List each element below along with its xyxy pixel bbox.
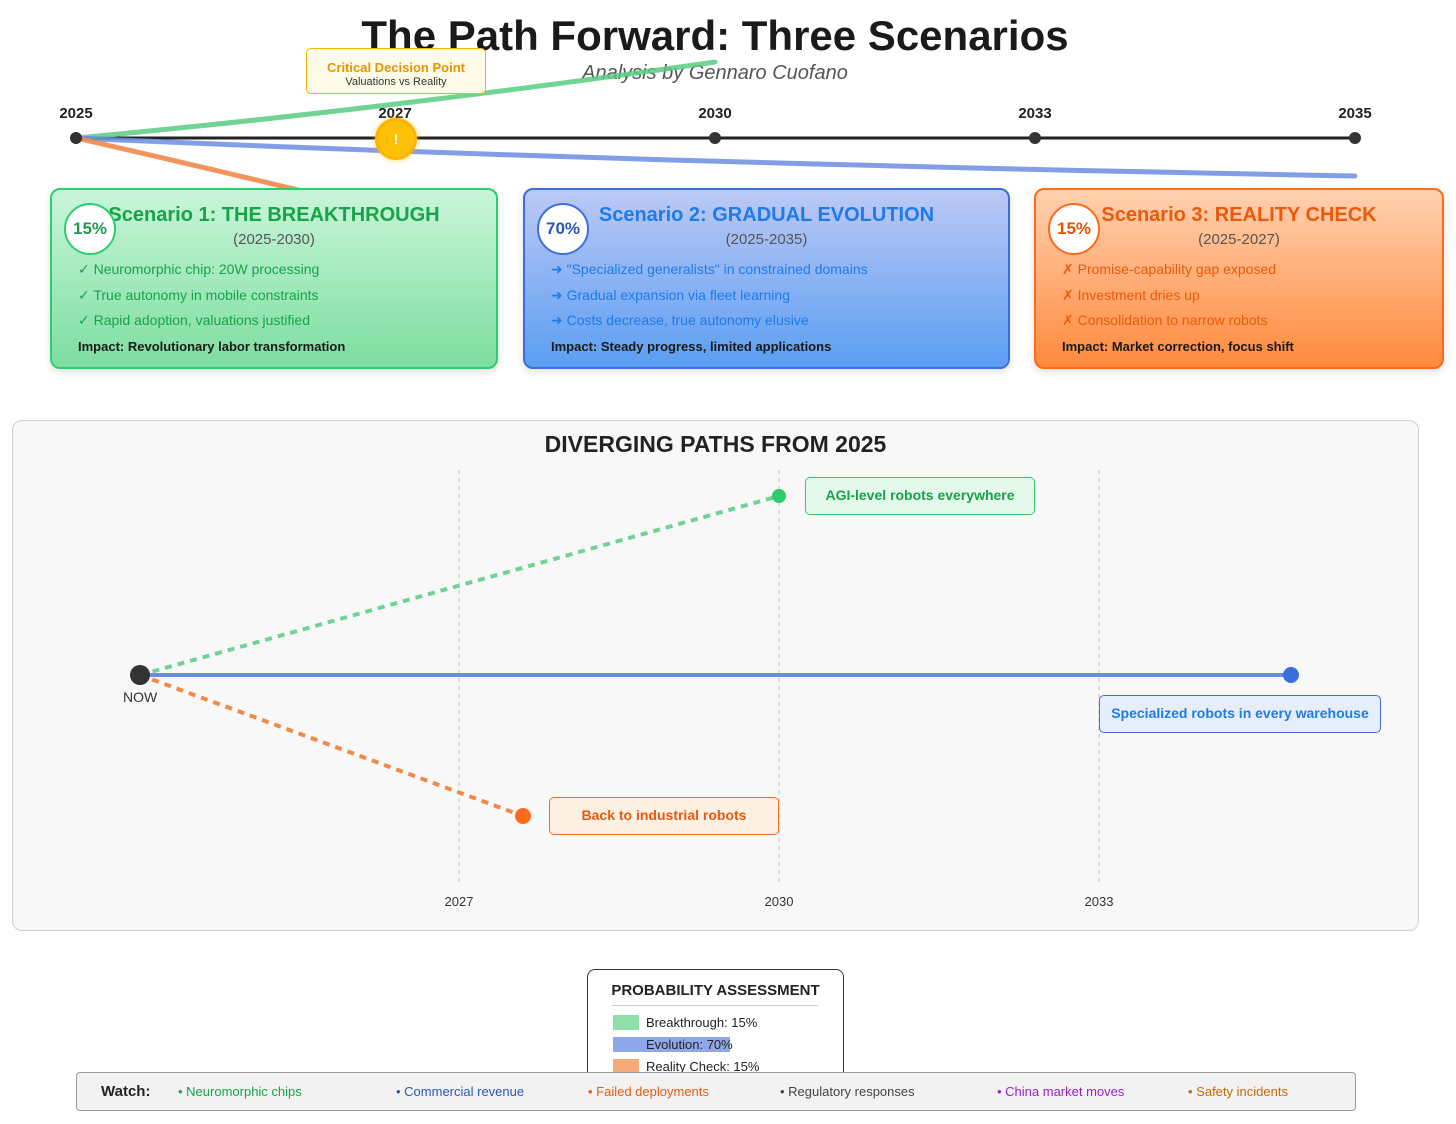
scenario-point: ➜ "Specialized generalists" in constrain… bbox=[551, 261, 868, 277]
probability-badge: 70% bbox=[537, 203, 589, 255]
diverging-paths-graphic bbox=[130, 470, 1299, 882]
breakthrough-endpoint bbox=[772, 489, 786, 503]
scenario-impact: Impact: Revolutionary labor transformati… bbox=[78, 339, 346, 354]
watch-label: Watch: bbox=[101, 1083, 151, 1100]
timeline-dot-2030 bbox=[709, 132, 721, 144]
timeline-year-2030: 2030 bbox=[698, 105, 732, 122]
probability-label: Breakthrough: 15% bbox=[646, 1015, 758, 1030]
evolution-trend-line bbox=[73, 135, 1358, 179]
evolution-endpoint bbox=[1283, 667, 1299, 683]
probability-assessment-box: PROBABILITY ASSESSMENT Breakthrough: 15%… bbox=[587, 969, 844, 1089]
probability-badge: 15% bbox=[64, 203, 116, 255]
scenario-point: ➜ Costs decrease, true autonomy elusive bbox=[551, 312, 809, 328]
watch-item: • China market moves bbox=[997, 1084, 1125, 1099]
timeline-graphic bbox=[70, 59, 1361, 200]
scenario-impact: Impact: Steady progress, limited applica… bbox=[551, 339, 832, 354]
timeline-dot-2033 bbox=[1029, 132, 1041, 144]
watch-item: • Commercial revenue bbox=[396, 1084, 525, 1099]
scenario-point: ✗ Investment dries up bbox=[1062, 286, 1200, 303]
decision-title: Critical Decision Point bbox=[327, 60, 465, 75]
scenario-period: (2025-2030) bbox=[233, 231, 315, 248]
critical-decision-callout: Critical Decision Point Valuations vs Re… bbox=[306, 48, 486, 94]
diverging-paths-title: DIVERGING PATHS FROM 2025 bbox=[544, 431, 887, 457]
scenario-title: Scenario 1: THE BREAKTHROUGH bbox=[108, 204, 440, 226]
scenario-points: ✗ Promise-capability gap exposed ✗ Inves… bbox=[1062, 261, 1276, 338]
axis-year-2033: 2033 bbox=[1084, 894, 1114, 909]
scenario-point: ✓ Rapid adoption, valuations justified bbox=[78, 312, 310, 328]
axis-year-2030: 2030 bbox=[764, 894, 794, 909]
now-label: NOW bbox=[123, 689, 158, 705]
reality-path bbox=[139, 673, 524, 818]
timeline-year-2035: 2035 bbox=[1338, 105, 1372, 122]
outcome-breakthrough: AGI-level robots everywhere bbox=[805, 477, 1035, 515]
probability-label: Reality Check: 15% bbox=[646, 1059, 760, 1074]
probability-bar bbox=[613, 1059, 639, 1074]
timeline-dot-2025 bbox=[70, 132, 82, 144]
axis-year-2027: 2027 bbox=[444, 894, 474, 909]
scenario-points: ➜ "Specialized generalists" in constrain… bbox=[551, 261, 868, 338]
scenario-card-evolution: Scenario 2: GRADUAL EVOLUTION (2025-2035… bbox=[523, 188, 1010, 369]
scenario-point: ✗ Promise-capability gap exposed bbox=[1062, 261, 1277, 277]
probability-title: PROBABILITY ASSESSMENT bbox=[611, 982, 820, 999]
timeline-year-2033: 2033 bbox=[1018, 105, 1052, 122]
probability-bar bbox=[613, 1037, 730, 1052]
breakthrough-trend-line bbox=[73, 59, 718, 141]
scenario-card-reality-check: Scenario 3: REALITY CHECK (2025-2027) ✗ … bbox=[1034, 188, 1444, 369]
reality-trend-line bbox=[73, 135, 350, 200]
page-subtitle: Analysis by Gennaro Cuofano bbox=[582, 62, 848, 84]
timeline-year-2025: 2025 bbox=[59, 105, 93, 122]
watch-item: • Neuromorphic chips bbox=[178, 1084, 302, 1099]
probability-bar bbox=[613, 1015, 639, 1030]
now-point bbox=[130, 665, 150, 685]
scenario-period: (2025-2027) bbox=[1198, 231, 1280, 248]
scenario-title: Scenario 3: REALITY CHECK bbox=[1101, 204, 1377, 226]
watch-bar: Watch: • Neuromorphic chips • Commercial… bbox=[76, 1072, 1356, 1111]
probability-badge: 15% bbox=[1048, 203, 1100, 255]
scenario-point: ✓ Neuromorphic chip: 20W processing bbox=[78, 261, 320, 277]
probability-label: Evolution: 70% bbox=[646, 1037, 733, 1052]
outcome-reality-check: Back to industrial robots bbox=[549, 797, 779, 835]
scenario-point: ✓ True autonomy in mobile constraints bbox=[78, 286, 319, 303]
probability-divider bbox=[612, 1005, 818, 1006]
reality-endpoint bbox=[515, 808, 531, 824]
scenario-points: ✓ Neuromorphic chip: 20W processing ✓ Tr… bbox=[78, 261, 319, 338]
scenario-point: ➜ Gradual expansion via fleet learning bbox=[551, 286, 790, 303]
decision-subtitle: Valuations vs Reality bbox=[345, 76, 447, 88]
breakthrough-path bbox=[139, 494, 780, 677]
decision-warning-icon: ! bbox=[375, 118, 417, 160]
watch-item: • Failed deployments bbox=[588, 1084, 709, 1099]
timeline-dot-2035 bbox=[1349, 132, 1361, 144]
scenario-period: (2025-2035) bbox=[725, 231, 808, 248]
timeline-year-2027: 2027 bbox=[378, 105, 412, 122]
watch-item: • Regulatory responses bbox=[780, 1084, 915, 1099]
scenario-card-breakthrough: Scenario 1: THE BREAKTHROUGH (2025-2030)… bbox=[50, 188, 498, 369]
scenario-point: ✗ Consolidation to narrow robots bbox=[1062, 312, 1268, 328]
watch-item: • Safety incidents bbox=[1188, 1084, 1288, 1099]
scenario-title: Scenario 2: GRADUAL EVOLUTION bbox=[598, 204, 935, 226]
outcome-evolution: Specialized robots in every warehouse bbox=[1099, 695, 1381, 733]
scenario-impact: Impact: Market correction, focus shift bbox=[1062, 339, 1294, 354]
